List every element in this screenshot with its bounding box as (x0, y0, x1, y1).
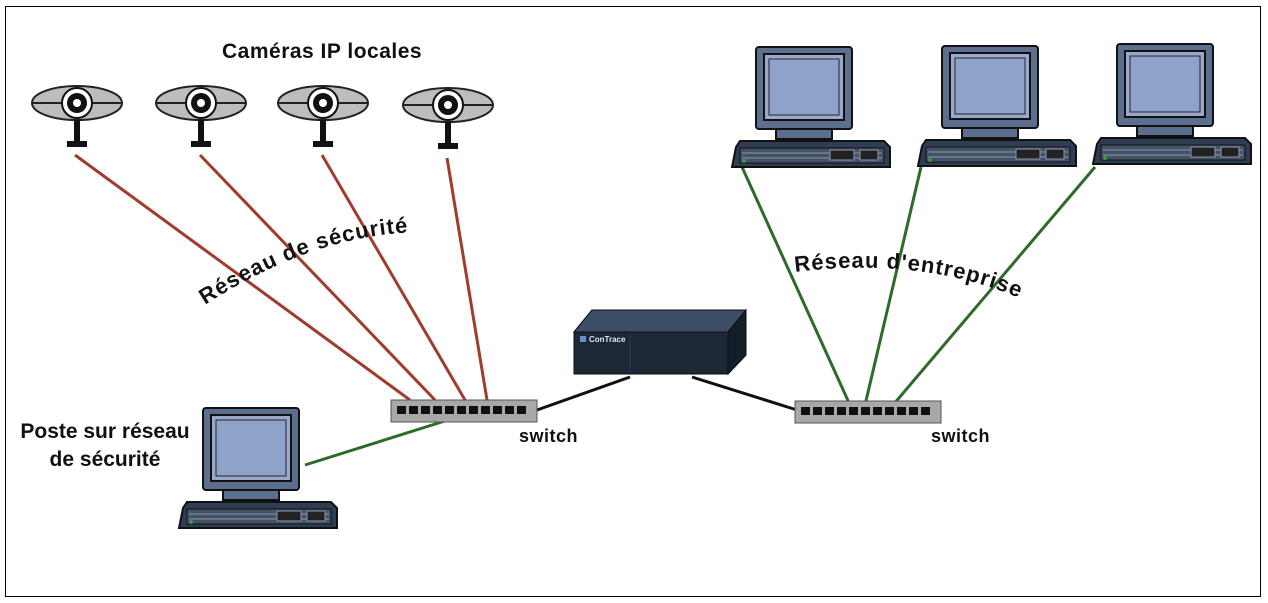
link-camera-2 (198, 153, 437, 402)
ip-camera-icon (402, 87, 494, 150)
device-brand-label: ConTrace (589, 335, 626, 344)
network-switch-icon (390, 399, 538, 423)
link-security-workstation (304, 418, 449, 467)
diagram-frame (5, 6, 1261, 597)
link-pc-1 (740, 166, 852, 406)
enterprise-network-label: Réseau d'entreprise (793, 248, 1027, 303)
switch-right-label: switch (931, 426, 991, 446)
switch-left-label: switch (519, 426, 579, 446)
security-links (74, 153, 489, 402)
ip-camera-icon (31, 85, 123, 148)
network-switch-icon (794, 400, 942, 424)
trunk-left (536, 375, 631, 412)
trunk-right (691, 375, 798, 412)
computer-icon (731, 46, 891, 168)
security-workstation-label: Poste sur réseau de sécurité (20, 420, 190, 471)
enterprise-links (304, 166, 1097, 467)
link-camera-1 (74, 153, 411, 402)
computer-icon (917, 45, 1077, 167)
link-camera-3 (320, 154, 467, 401)
cameras-title: Caméras IP locales (222, 40, 423, 63)
computer-icon (178, 407, 338, 529)
ip-camera-icon (277, 85, 369, 148)
link-pc-3 (891, 166, 1097, 406)
link-pc-2 (863, 166, 923, 406)
link-camera-4 (445, 157, 489, 401)
computer-icon (1092, 43, 1252, 165)
ip-camera-icon (155, 85, 247, 148)
firewall-appliance-icon: ConTrace (572, 308, 748, 376)
